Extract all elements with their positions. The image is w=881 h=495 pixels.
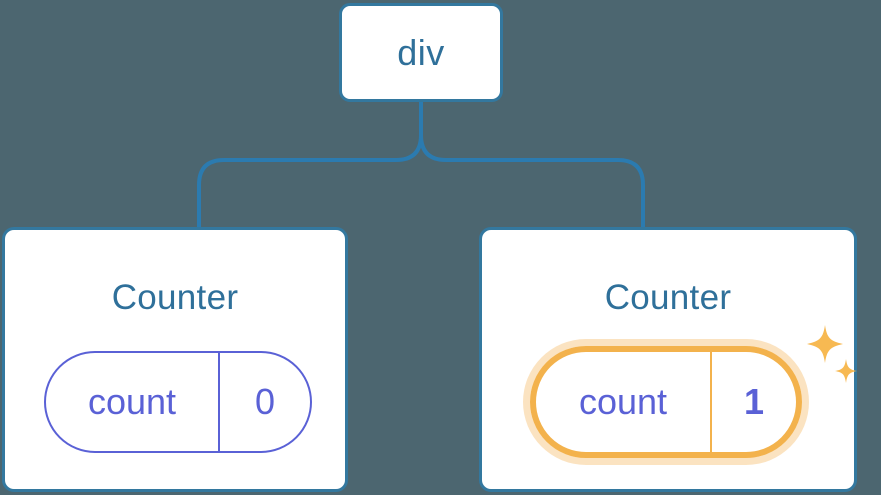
component-card-counter-2[interactable]: Counter count 1 (479, 227, 857, 492)
state-key: count (46, 353, 220, 451)
sparkle-icon (807, 325, 843, 363)
state-pill[interactable]: count 0 (44, 351, 312, 453)
state-pill-highlighted[interactable]: count 1 (530, 346, 802, 458)
state-value: 0 (254, 381, 276, 422)
state-key: count (536, 352, 712, 452)
sparkle-group (807, 325, 857, 383)
state-value: 1 (743, 381, 765, 422)
component-title: Counter (604, 278, 732, 317)
root-node-div[interactable]: div (339, 3, 503, 102)
root-node-label: div (397, 31, 445, 73)
component-card-counter-1[interactable]: Counter count 0 (2, 227, 348, 492)
sparkle-icon (835, 359, 857, 383)
component-title: Counter (111, 278, 239, 317)
